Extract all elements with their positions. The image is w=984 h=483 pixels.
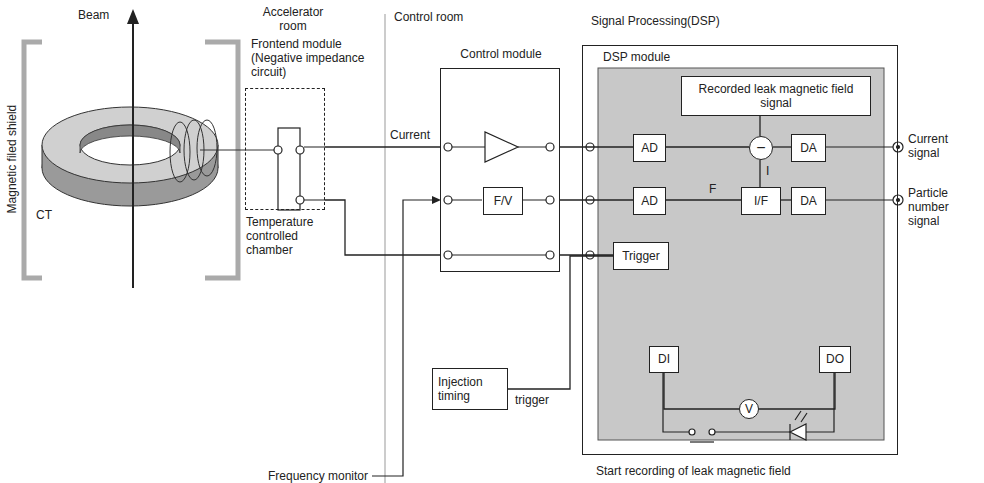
output-label: Particle number signal	[908, 186, 980, 228]
connector	[664, 373, 739, 409]
node-text: DA	[800, 194, 817, 208]
node-text: AD	[641, 141, 658, 155]
dac-box: DA	[791, 134, 826, 162]
signal-name: Frequency monitor	[250, 469, 368, 483]
dsp-module-panel	[598, 68, 884, 440]
frontend-circuit	[274, 128, 325, 210]
node-text: F/V	[494, 194, 513, 208]
signal-name: Current	[390, 128, 450, 142]
room-label: Control room	[394, 10, 494, 24]
connector	[666, 146, 749, 147]
dac-box: DA	[791, 187, 826, 215]
edge-label: I	[765, 164, 770, 178]
ct-winding	[170, 120, 274, 182]
converter-box: F/V	[483, 187, 523, 215]
room-divider	[384, 14, 385, 483]
led-switch-circuit	[663, 372, 834, 442]
connector	[759, 116, 760, 136]
node-text: DI	[658, 352, 670, 366]
node-text: I/F	[754, 194, 768, 208]
dsp-connectors	[586, 143, 594, 259]
note-label: Start recording of leak magnetic field	[596, 464, 896, 478]
ct-label: CT	[36, 208, 66, 222]
connector	[325, 146, 440, 147]
trigger-box: Trigger	[613, 242, 669, 270]
voltmeter-circle: V	[739, 399, 759, 419]
node-text: DSP module	[603, 50, 723, 64]
output-label: Current signal	[908, 132, 980, 160]
timing-box: Injection timing	[432, 368, 508, 410]
output-lines	[825, 142, 903, 205]
shield-bracket	[24, 42, 42, 278]
node-text: Temperature controlled chamber	[246, 215, 330, 257]
node-text: Injection timing	[438, 375, 502, 403]
edge-label: F	[708, 182, 717, 196]
control-circuit	[444, 132, 554, 259]
room-label: Accelerator room	[248, 5, 338, 33]
shield-label: Magnetic filed shield	[5, 89, 19, 229]
connector	[773, 146, 791, 147]
dsp-box: Signal Processing(DSP)DSP moduleRecorded…	[582, 45, 898, 455]
beam-label: Beam	[78, 8, 128, 22]
connector	[759, 160, 760, 187]
integrator-box: I/F	[741, 187, 781, 215]
adc-box: AD	[633, 187, 666, 215]
node-text: Control module	[441, 47, 561, 61]
node-text: DA	[800, 141, 817, 155]
connector	[759, 373, 835, 409]
node-text: Frontend module (Negative impedance circ…	[251, 37, 376, 79]
digital-input-box: DI	[649, 346, 679, 373]
adc-box: AD	[633, 134, 666, 162]
node-text: DO	[826, 352, 844, 366]
control-module: Control moduleF/V	[440, 68, 560, 272]
ct-torus	[42, 107, 218, 206]
connector	[560, 146, 633, 147]
node-text: Recorded leak magnetic field signal	[685, 82, 867, 110]
node-text: Trigger	[622, 249, 660, 263]
digital-output-box: DO	[819, 346, 851, 373]
beam-arrow	[127, 9, 139, 288]
connector	[508, 256, 613, 389]
subtractor-circle: −	[749, 136, 773, 160]
frontend-module: Frontend module (Negative impedance circ…	[245, 88, 325, 210]
connector	[666, 199, 741, 200]
edge-label: trigger	[514, 393, 550, 407]
node-text: AD	[641, 194, 658, 208]
connector	[325, 200, 440, 255]
node-text: V	[745, 402, 753, 416]
node-text: −	[756, 140, 765, 156]
node-text: Signal Processing(DSP)	[591, 14, 891, 28]
frequency-monitor-line	[372, 196, 441, 476]
memory-box: Recorded leak magnetic field signal	[681, 76, 871, 116]
connector	[781, 199, 791, 200]
connector	[560, 199, 633, 200]
